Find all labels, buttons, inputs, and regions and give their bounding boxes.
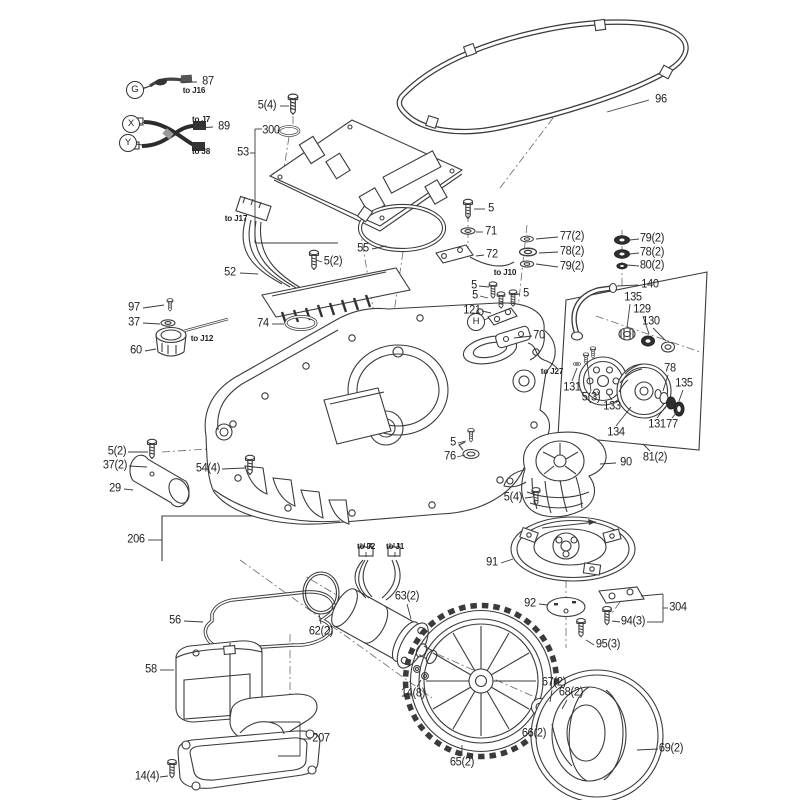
blade-disc-91-drawing bbox=[510, 516, 636, 582]
wheel-motor-group-box bbox=[557, 271, 708, 451]
disc-cap-92-drawing bbox=[546, 596, 586, 618]
washer-78b-icon bbox=[614, 249, 630, 259]
blower-duct-90-drawing bbox=[503, 431, 607, 518]
chassis-drawing bbox=[204, 302, 556, 525]
power-cable-drawing bbox=[128, 74, 193, 94]
o-ring-62-drawing bbox=[302, 571, 340, 615]
hose-140-drawing bbox=[570, 282, 618, 341]
bearing-129-drawing bbox=[641, 335, 655, 347]
screw-94-icon bbox=[602, 605, 612, 626]
washer-79b-icon bbox=[614, 235, 630, 245]
bracket-121-drawing bbox=[487, 307, 518, 326]
hex-bolts-14-8-drawing bbox=[413, 665, 429, 680]
washer-78-icon bbox=[518, 247, 538, 257]
o-ring-300-drawing bbox=[277, 125, 301, 137]
gasket-56-drawing bbox=[203, 590, 336, 651]
roller-29-drawing bbox=[129, 454, 190, 508]
washer-77-icon bbox=[520, 235, 534, 243]
bearing-135-drawing bbox=[618, 327, 636, 341]
screw-97-icon bbox=[166, 298, 174, 312]
washer-131-icon bbox=[572, 361, 582, 367]
sensor-70-drawing bbox=[495, 325, 558, 369]
tray-drawing bbox=[177, 721, 321, 791]
washer-37-icon bbox=[160, 319, 176, 327]
washer-71-icon bbox=[460, 227, 476, 235]
cable-harness-52-drawing bbox=[235, 195, 411, 325]
screw-5-4-icon bbox=[287, 93, 299, 115]
motor-cables-drawing bbox=[354, 543, 401, 601]
bearing-130-drawing bbox=[660, 341, 676, 353]
vibration-motor-drawing bbox=[155, 317, 229, 357]
leader-lines bbox=[123, 81, 684, 778]
wheel-65-drawing bbox=[402, 602, 560, 760]
foam-pad-207-drawing bbox=[229, 693, 318, 745]
boundary-loop-drawing bbox=[396, 18, 689, 135]
screw-5b-icon bbox=[488, 281, 498, 299]
o-ring-74-drawing bbox=[284, 315, 318, 331]
wheel-motor-134-drawing bbox=[616, 363, 672, 419]
seal-ring-55-drawing bbox=[356, 203, 447, 253]
screw-14-4-icon bbox=[167, 758, 177, 779]
screw-95-icon bbox=[576, 617, 586, 638]
screw-5-2-icon bbox=[308, 249, 320, 271]
hubcap-69-drawing bbox=[530, 669, 664, 800]
blade-304-drawing bbox=[598, 586, 645, 604]
screw-5-2b-icon bbox=[146, 438, 158, 460]
foot-76-drawing bbox=[458, 441, 480, 460]
shaft-washers-drawing bbox=[654, 388, 685, 417]
washer-79-icon bbox=[519, 260, 535, 268]
bracket-72-drawing bbox=[435, 244, 515, 267]
washer-80-icon bbox=[616, 262, 628, 270]
screw-5g-icon bbox=[589, 346, 597, 359]
